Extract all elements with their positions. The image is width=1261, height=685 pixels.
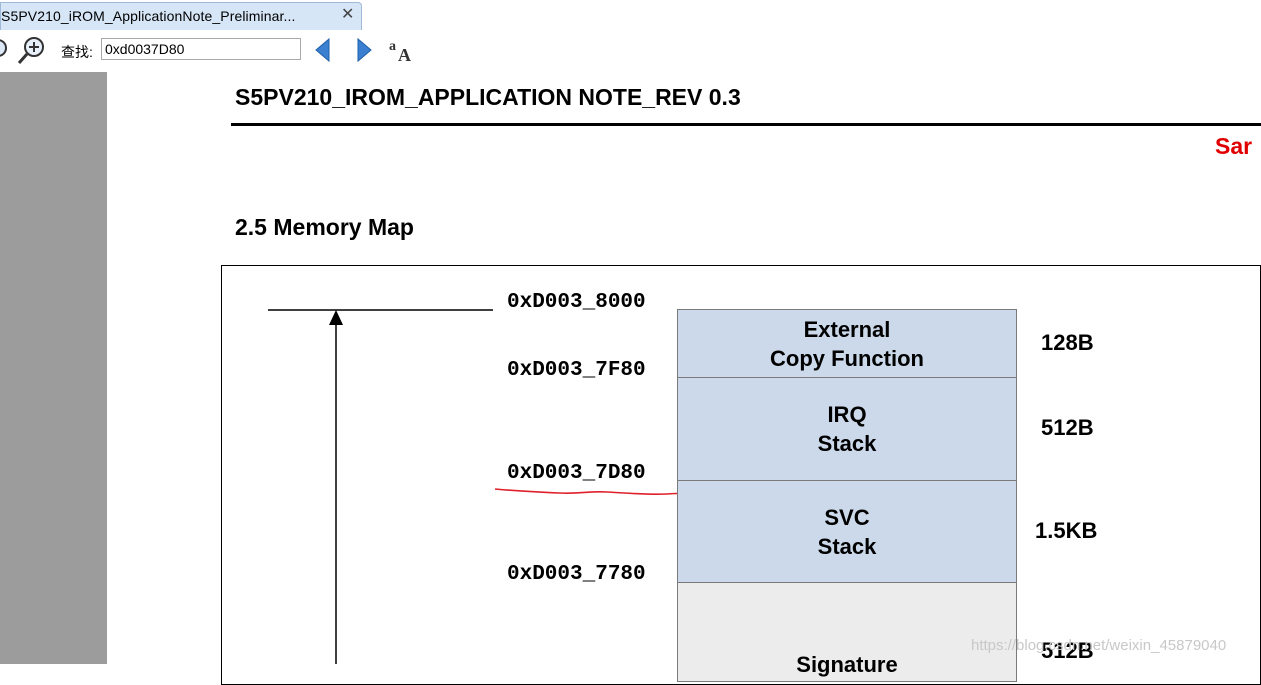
memory-block-external-copy: External Copy Function	[677, 309, 1017, 378]
find-next-icon[interactable]	[354, 36, 374, 64]
block-label: SVC	[824, 504, 870, 530]
zoom-in-icon[interactable]	[15, 36, 47, 66]
header-rule	[231, 123, 1261, 126]
close-icon[interactable]: ✕	[341, 6, 355, 23]
block-size: 1.5KB	[1035, 518, 1098, 543]
find-label: 查找:	[61, 44, 93, 60]
address-label: 0xD003_7780	[507, 563, 646, 586]
memory-block-svc-stack: SVC Stack	[677, 480, 1017, 583]
match-case-icon[interactable]: a A	[388, 36, 418, 65]
search-input[interactable]	[101, 38, 301, 60]
search-toolbar: 查找: a A	[0, 30, 1252, 73]
svg-text:a: a	[389, 39, 396, 54]
block-size: 512B	[1041, 415, 1094, 440]
svg-text:A: A	[398, 45, 411, 65]
block-size: 128B	[1041, 330, 1094, 355]
tab-title: S5PV210_iROM_ApplicationNote_Preliminar.…	[1, 8, 296, 24]
tab-bar: S5PV210_iROM_ApplicationNote_Preliminar.…	[0, 0, 1252, 30]
block-label: IRQ	[827, 402, 867, 427]
viewer-gutter	[0, 72, 107, 664]
confidential-label: Sar	[1215, 133, 1253, 159]
address-label: 0xD003_7F80	[507, 359, 646, 382]
zoom-out-icon[interactable]	[0, 36, 20, 64]
document-page: S5PV210_IROM_APPLICATION NOTE_REV 0.3 Sa…	[107, 72, 1261, 685]
block-label: Stack	[817, 533, 877, 559]
block-label: Copy Function	[770, 345, 924, 371]
memory-block-signature: Signature	[677, 582, 1017, 682]
block-label: Stack	[817, 431, 877, 456]
find-previous-icon[interactable]	[313, 36, 333, 64]
address-label: 0xD003_8000	[507, 291, 646, 314]
block-size: 512B	[1041, 638, 1094, 663]
range-arrow-head	[329, 310, 343, 325]
section-title: 2.5 Memory Map	[235, 214, 414, 240]
annotation-underline	[494, 488, 693, 496]
block-label: External	[803, 316, 891, 342]
document-header: S5PV210_IROM_APPLICATION NOTE_REV 0.3	[235, 84, 741, 110]
watermark: https://blog.csdn.net/weixin_45879040	[971, 637, 1227, 654]
block-label: Signature	[796, 652, 898, 677]
address-label: 0xD003_7D80	[507, 462, 646, 485]
document-tab[interactable]: S5PV210_iROM_ApplicationNote_Preliminar.…	[0, 2, 362, 30]
memory-block-irq-stack: IRQ Stack	[677, 377, 1017, 481]
